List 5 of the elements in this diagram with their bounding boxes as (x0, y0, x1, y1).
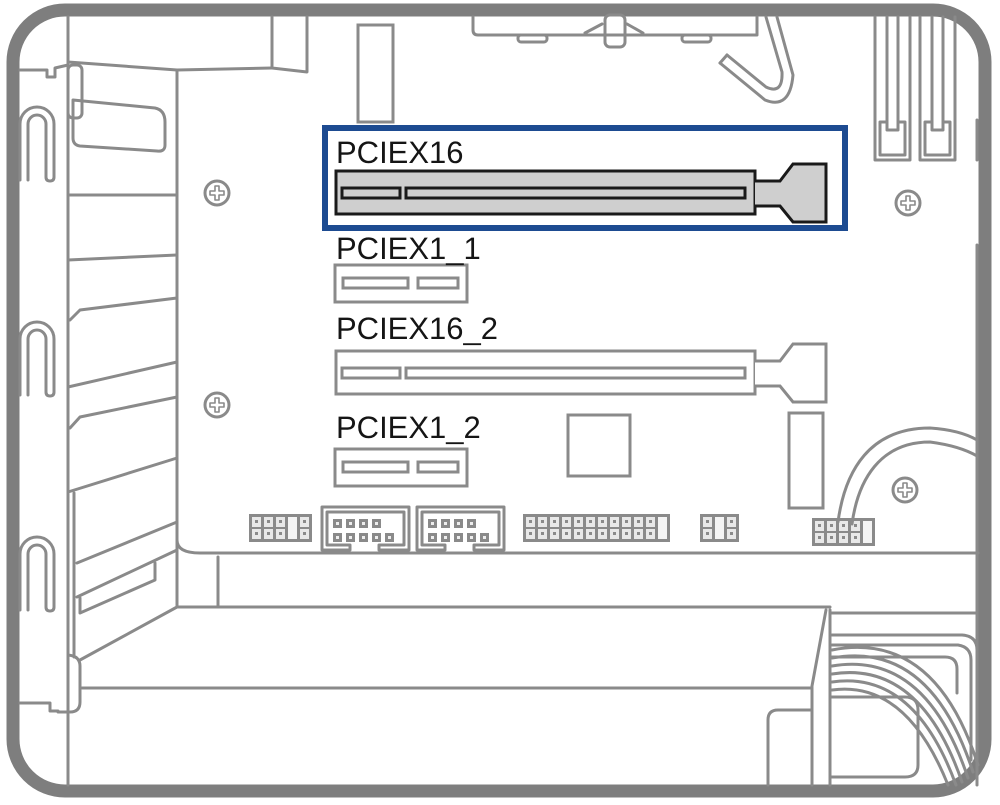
slot-label: PCIEX16_2 (336, 313, 498, 344)
highlight-frame (322, 125, 848, 231)
slot-label: PCIEX16 (336, 137, 464, 168)
slot-label: PCIEX1_1 (336, 233, 481, 264)
slot-label: PCIEX1_2 (336, 412, 481, 443)
